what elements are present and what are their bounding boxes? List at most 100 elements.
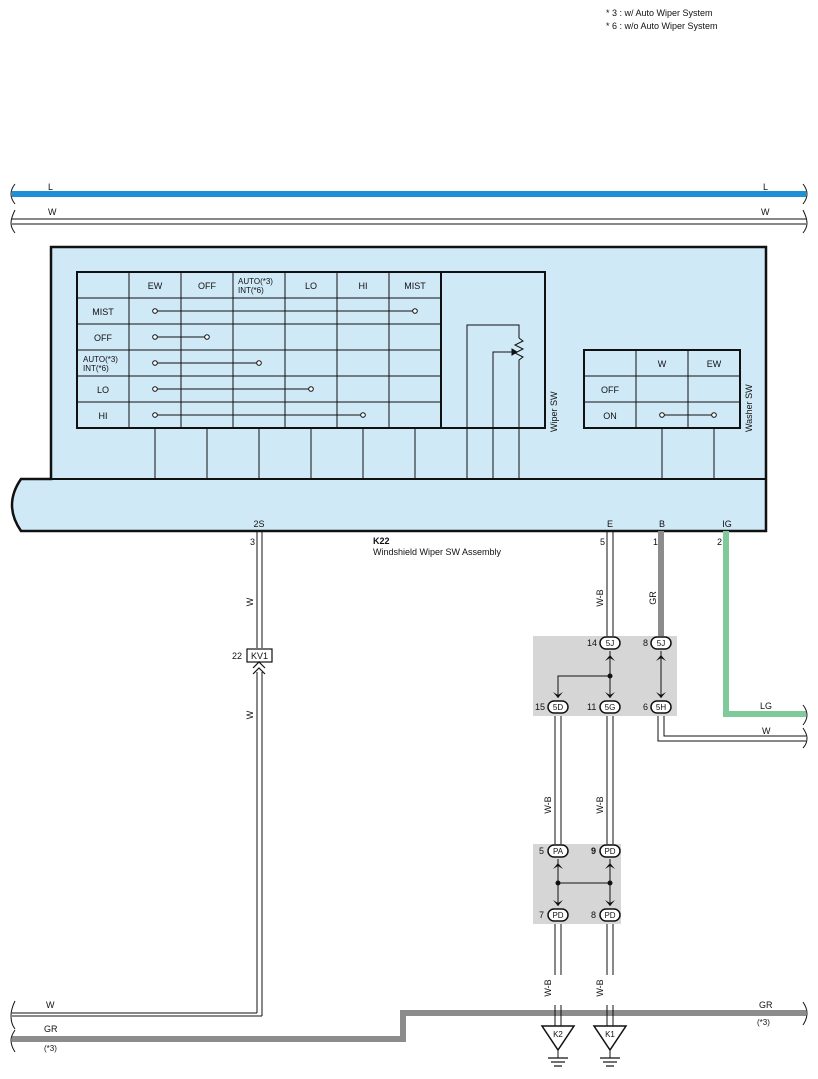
top-wire-w: W W [10,207,808,234]
continuity-terminal [152,360,158,366]
connector-5g-11: 5G 11 [587,700,621,714]
component-id: K22 [373,536,390,546]
wire-label-w-left: W [48,207,57,217]
junction-dot-upper [607,673,613,679]
pin-2: 2 [717,537,722,547]
potentiometer-icon [466,324,525,479]
terminal-b: B [659,519,665,529]
connector-5j-8: 5J 8 [643,636,672,650]
connector-kv1-id: KV1 [251,651,268,661]
junction-dot-lower-left [555,880,561,886]
connector-pin: 11 [587,702,596,712]
wire-2s-w [12,531,263,1017]
wire-label-l-left: L [48,182,53,192]
wire-label-wb-pd8: W-B [595,979,605,996]
ground-k2: K2 [540,1025,576,1067]
continuity-terminal [711,412,717,418]
connector-kv1: KV1 22 [232,648,273,675]
wires-wb-middle [554,716,614,844]
connector-pin: 7 [539,910,544,920]
continuity-terminal [152,386,158,392]
connector-5h-6: 5H 6 [643,700,672,714]
ground-k2-label: K2 [553,1030,563,1039]
wire-label-wb-e: W-B [595,589,605,606]
col-off: OFF [198,281,216,291]
washer-col-w: W [658,359,667,369]
pin-5: 5 [600,537,605,547]
ground-k1: K1 [592,1025,628,1067]
washer-row-off: OFF [601,385,619,395]
connector-id: 5D [553,703,563,712]
bottom-note-right: (*3) [757,1018,770,1027]
note-no-auto-wiper: * 6 : w/o Auto Wiper System [606,21,718,31]
connector-id: PD [552,911,563,920]
bottom-label-gr: GR [44,1024,58,1034]
bottom-wire-gr [12,1010,806,1042]
note-auto-wiper: * 3 : w/ Auto Wiper System [606,8,713,18]
wire-label-w-upper: W [245,597,255,606]
col-auto-int: AUTO(*3)INT(*6) [238,277,273,295]
bottom-label-w: W [46,1000,55,1010]
junction-dot-lower-right [607,880,613,886]
bottom-label-gr-right: GR [759,1000,773,1010]
ground-k1-label: K1 [605,1030,615,1039]
connector-id: PD [604,911,615,920]
wire-label-lg: LG [760,701,772,711]
connector-kv1-pin: 22 [232,651,242,661]
terminal-ig: IG [722,519,732,529]
connector-pa-5: PA 5 [539,844,569,858]
wire-label-w-lower: W [245,710,255,719]
connector-id: 5G [605,703,616,712]
connector-id: PA [553,847,564,856]
col-mist: MIST [404,281,426,291]
wb-label-bg-right [603,975,617,1005]
col-ew: EW [148,281,163,291]
connector-pd-8: PD 8 [591,908,621,922]
col-hi: HI [359,281,368,291]
washer-col-ew: EW [707,359,722,369]
connector-5j-14: 5J 14 [587,636,621,650]
continuity-terminal [152,308,158,314]
wire-label-gr-b: GR [648,591,658,605]
wire-ig-lg [723,531,806,717]
wire-label-l-right: L [763,182,768,192]
connector-pd-7: PD 7 [539,908,569,922]
wire-e-wb [606,531,614,636]
continuity-terminal [412,308,418,314]
connector-id: 5H [656,703,666,712]
continuity-terminal [308,386,314,392]
component-name: Windshield Wiper SW Assembly [373,547,502,557]
washer-row-on: ON [603,411,617,421]
connector-pin: 6 [643,702,648,712]
connector-pin: 14 [587,638,597,648]
bottom-note-left: (*3) [44,1044,57,1053]
washer-sw-label: Washer SW [744,384,754,432]
connector-id: PD [604,847,615,856]
row-auto-int: AUTO(*3)INT(*6) [83,355,118,373]
wire-label-wb-pd7: W-B [543,979,553,996]
connector-id: 5J [657,639,665,648]
continuity-terminal [256,360,262,366]
bottom-wire-ends [10,1000,808,1053]
wire-lg-end [802,704,808,726]
connector-5d-15: 5D 15 [535,700,569,714]
continuity-terminal [204,334,210,340]
connector-pin: 15 [535,702,545,712]
top-wire-l: L L [10,182,808,205]
col-lo: LO [305,281,317,291]
washer-continuity-marks [659,412,717,418]
continuity-terminal [152,334,158,340]
row-hi: HI [99,411,108,421]
wire-label-w-5h: W [762,726,771,736]
wiper-switch-table: EW OFF AUTO(*3)INT(*6) LO HI MIST MIST O… [76,271,546,479]
wire-label-w-right: W [761,207,770,217]
connector-pd-9: PD 9 [591,844,621,858]
pin-1: 1 [653,537,658,547]
wiper-continuity-marks [152,308,418,418]
pin-3: 3 [250,537,255,547]
wire-label-wb-5d: W-B [543,796,553,813]
terminal-2s: 2S [253,519,264,529]
row-mist: MIST [92,307,114,317]
wb-label-bg-left [551,975,565,1005]
